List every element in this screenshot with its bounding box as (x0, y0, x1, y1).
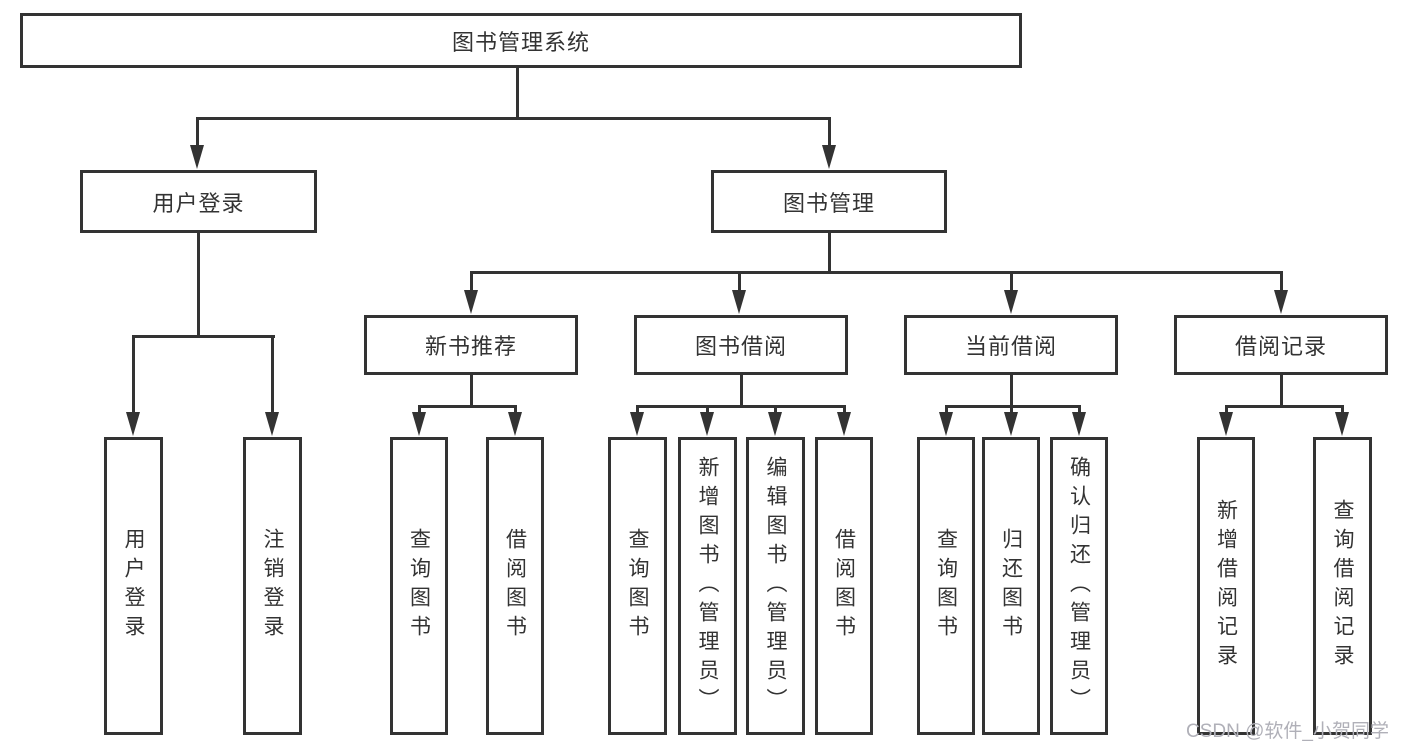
leaf-confirm-return-admin: 确认归还（管理员） (1050, 437, 1108, 735)
leaf-logout: 注销登录 (243, 437, 302, 735)
connector-new-book-stem (469, 375, 473, 408)
arrowhead-down-icon (630, 412, 644, 436)
node-label: 新书推荐 (424, 334, 517, 359)
node-label: 注销登录 (261, 528, 284, 644)
connector-root-crossbar (195, 116, 831, 120)
connector-arrow-stem (1077, 406, 1081, 414)
node-label: 查询图书 (934, 528, 958, 644)
leaf-query-books-recommend: 查询图书 (390, 437, 448, 735)
arrowhead-down-icon (822, 145, 836, 169)
leaf-borrow-books: 借阅图书 (815, 437, 873, 735)
connector-current-borrow-crossbar (944, 404, 1081, 408)
node-label: 用户登录 (152, 190, 245, 216)
connector-borrow-record-crossbar (1224, 404, 1344, 408)
leaf-query-books-borrow: 查询图书 (608, 437, 667, 735)
connector-book-mgmt-crossbar (469, 270, 1283, 274)
node-label: 借阅图书 (832, 528, 856, 644)
node-library-management-system: 图书管理系统 (20, 13, 1022, 68)
node-label: 确认归还（管理员） (1067, 455, 1091, 717)
connector-arrow-stem (1009, 406, 1013, 414)
leaf-user-login: 用户登录 (104, 437, 163, 735)
connector-arrow-stem (270, 336, 274, 414)
leaf-edit-book-admin: 编辑图书（管理员） (746, 437, 805, 735)
connector-root-stem (515, 68, 519, 120)
connector-arrow-stem (513, 406, 517, 414)
connector-arrow-stem (417, 406, 421, 414)
node-label: 新增借阅记录 (1214, 499, 1238, 673)
connector-arrow-stem (773, 406, 777, 414)
connector-arrow-stem (1224, 406, 1228, 414)
connector-arrow-stem (131, 336, 135, 414)
connector-arrow-stem (195, 118, 199, 147)
arrowhead-down-icon (1072, 412, 1086, 436)
arrowhead-down-icon (1219, 412, 1233, 436)
leaf-query-books-current: 查询图书 (917, 437, 975, 735)
connector-book-borrow-crossbar (635, 404, 846, 408)
arrowhead-down-icon (837, 412, 851, 436)
connector-new-book-crossbar (417, 404, 517, 408)
node-label: 归还图书 (999, 528, 1023, 644)
node-book-borrow: 图书借阅 (634, 315, 848, 375)
connector-arrow-stem (705, 406, 709, 414)
leaf-return-book: 归还图书 (982, 437, 1040, 735)
node-label: 图书管理系统 (451, 29, 590, 55)
connector-arrow-stem (1279, 272, 1283, 292)
node-label: 编辑图书（管理员） (764, 455, 787, 717)
node-label: 查询图书 (626, 528, 649, 644)
leaf-borrow-books-recommend: 借阅图书 (486, 437, 544, 735)
connector-arrow-stem (635, 406, 639, 414)
arrowhead-down-icon (732, 290, 746, 314)
arrowhead-down-icon (1004, 290, 1018, 314)
arrowhead-down-icon (464, 290, 478, 314)
node-label: 新增图书（管理员） (696, 455, 719, 717)
node-borrow-records: 借阅记录 (1174, 315, 1388, 375)
arrowhead-down-icon (768, 412, 782, 436)
node-label: 用户登录 (122, 528, 145, 644)
connector-user-login-stem (196, 233, 200, 338)
connector-arrow-stem (827, 118, 831, 147)
connector-arrow-stem (469, 272, 473, 292)
node-label: 借阅图书 (503, 528, 527, 644)
arrowhead-down-icon (265, 412, 279, 436)
node-label: 图书管理 (782, 190, 875, 216)
node-label: 图书借阅 (694, 334, 787, 359)
connector-book-mgmt-stem (827, 233, 831, 274)
connector-borrow-record-stem (1279, 375, 1283, 408)
leaf-add-borrow-record: 新增借阅记录 (1197, 437, 1255, 735)
connector-arrow-stem (737, 272, 741, 292)
csdn-watermark: CSDN @软件_小贺同学 (1186, 721, 1389, 742)
node-label: 借阅记录 (1234, 334, 1327, 359)
connector-arrow-stem (944, 406, 948, 414)
arrowhead-down-icon (508, 412, 522, 436)
node-user-login: 用户登录 (80, 170, 317, 233)
leaf-query-borrow-record: 查询借阅记录 (1313, 437, 1372, 735)
arrowhead-down-icon (1004, 412, 1018, 436)
connector-arrow-stem (1009, 272, 1013, 292)
arrowhead-down-icon (412, 412, 426, 436)
arrowhead-down-icon (190, 145, 204, 169)
leaf-add-book-admin: 新增图书（管理员） (678, 437, 737, 735)
connector-user-login-crossbar (131, 334, 275, 338)
connector-arrow-stem (842, 406, 846, 414)
node-current-borrow: 当前借阅 (904, 315, 1118, 375)
connector-arrow-stem (1340, 406, 1344, 414)
arrowhead-down-icon (939, 412, 953, 436)
arrowhead-down-icon (1335, 412, 1349, 436)
arrowhead-down-icon (700, 412, 714, 436)
node-book-management: 图书管理 (711, 170, 947, 233)
connector-current-borrow-stem (1009, 375, 1013, 408)
node-label: 查询借阅记录 (1331, 499, 1354, 673)
node-new-book-recommend: 新书推荐 (364, 315, 578, 375)
connector-book-borrow-stem (739, 375, 743, 408)
node-label: 当前借阅 (964, 334, 1057, 359)
arrowhead-down-icon (1274, 290, 1288, 314)
arrowhead-down-icon (126, 412, 140, 436)
node-label: 查询图书 (407, 528, 431, 644)
